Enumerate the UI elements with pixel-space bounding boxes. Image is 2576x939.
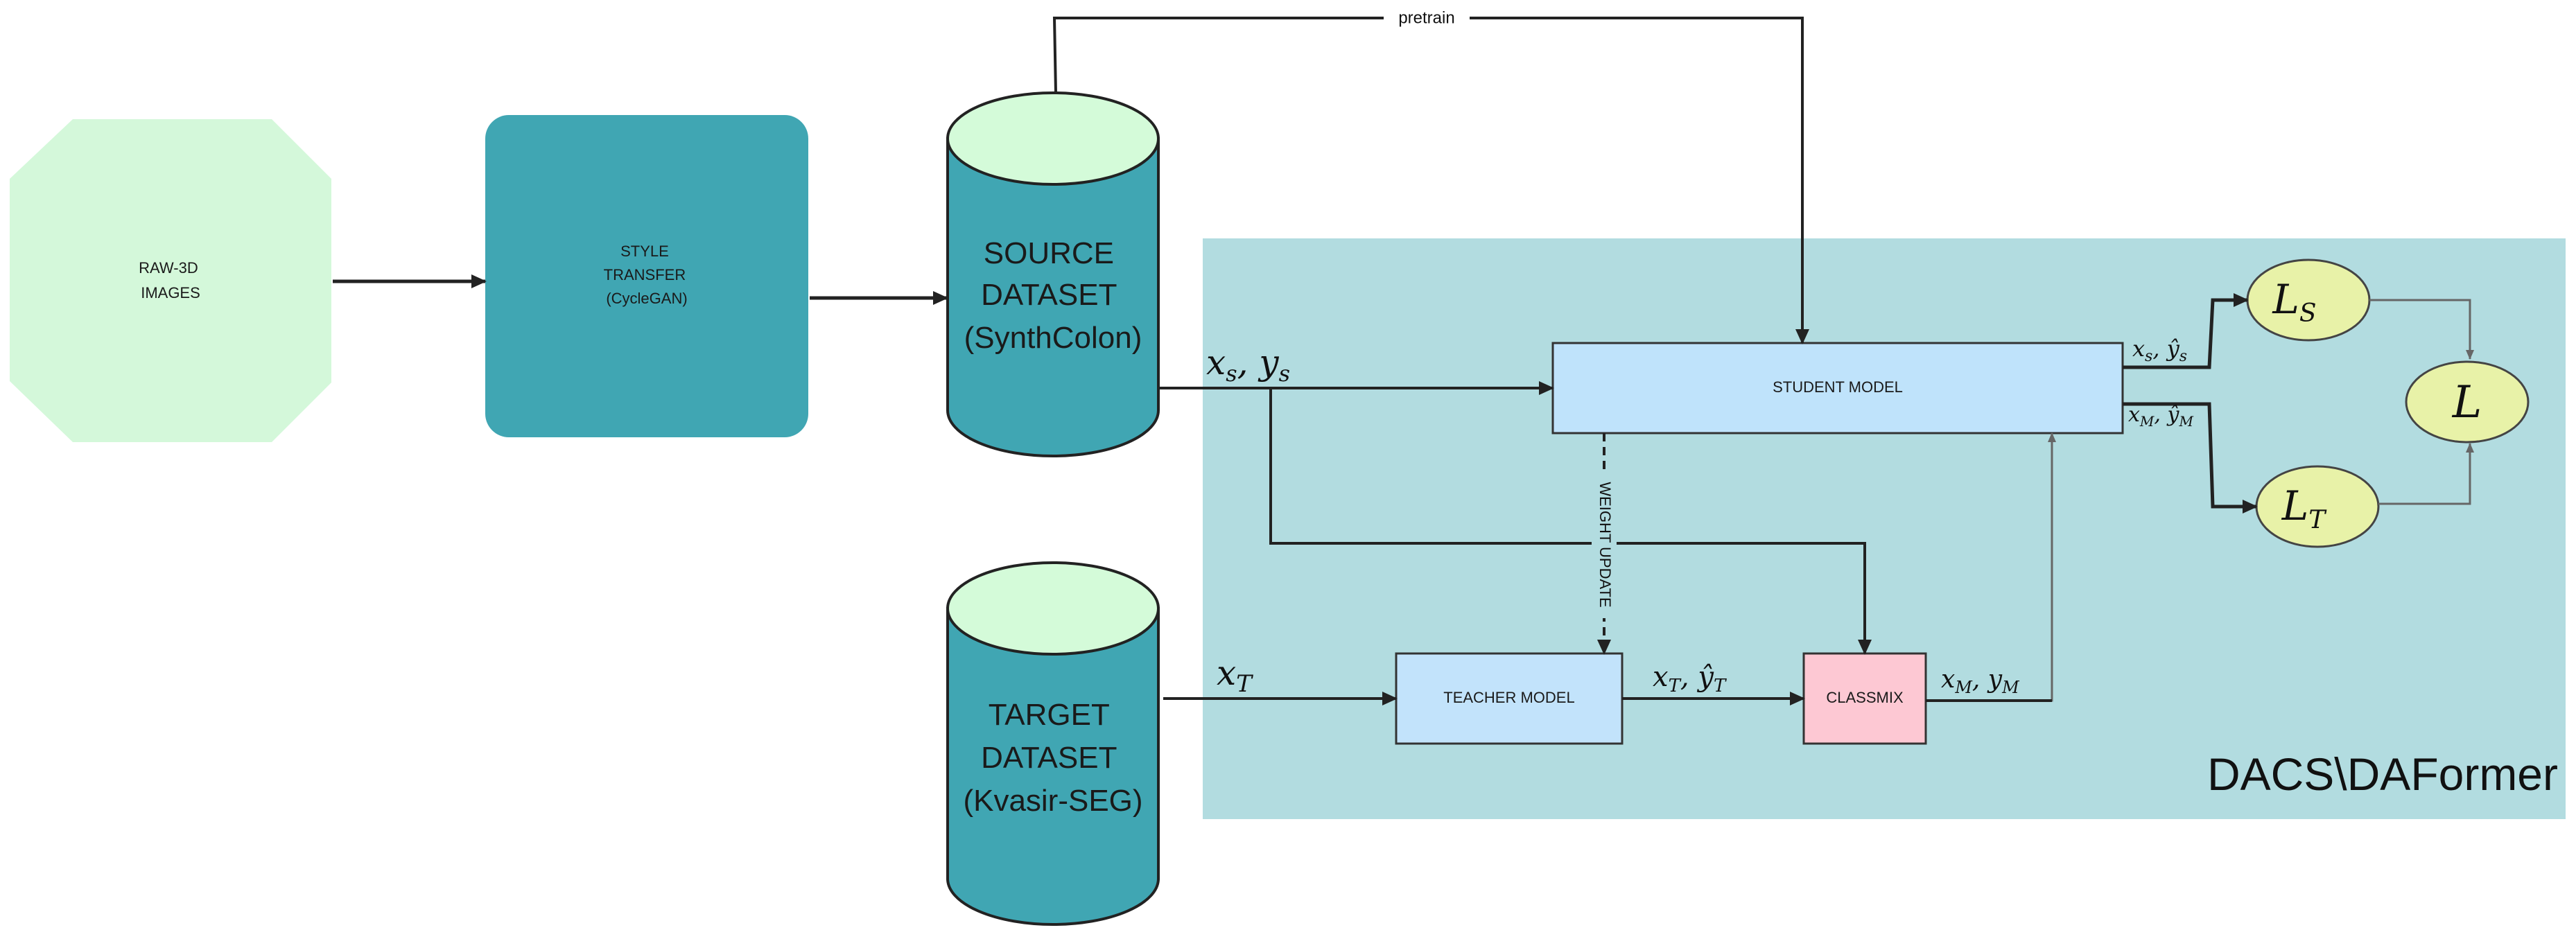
loss-target-symbol: L bbox=[2281, 482, 2309, 529]
classmix-label: CLASSMIX bbox=[1826, 689, 1904, 706]
target-dataset-node: TARGET DATASET (Kvasir-SEG) bbox=[946, 561, 1160, 926]
svg-text:LS: LS bbox=[2272, 276, 2316, 328]
loss-total-symbol: L bbox=[2452, 377, 2482, 428]
loss-total-node: L bbox=[2405, 360, 2530, 444]
svg-text:LT: LT bbox=[2281, 482, 2328, 534]
source-dataset-label-1: SOURCE bbox=[984, 236, 1114, 270]
classmix-node: CLASSMIX bbox=[1802, 652, 1927, 745]
svg-text:STYLE TRANSFER (Cy: STYLE TRANSFER (CycleGAN) bbox=[604, 243, 690, 307]
weight-update-label: WEIGHT UPDATE bbox=[1596, 482, 1614, 607]
raw-images-node: RAW-3D IMAGES bbox=[10, 119, 331, 442]
loss-source-subscript: S bbox=[2299, 299, 2317, 328]
edge-lt-to-l bbox=[2378, 443, 2474, 505]
student-model-label: STUDENT MODEL bbox=[1773, 378, 1903, 396]
label-xm-ym: xM, yM bbox=[1941, 665, 2020, 697]
svg-text:TARGET DATASET (Kv: TARGET DATASET (Kvasir-SEG) bbox=[963, 698, 1142, 818]
edge-ls-to-l bbox=[2369, 299, 2474, 360]
style-transfer-label-1: STYLE bbox=[620, 243, 669, 260]
label-x-t: xT bbox=[1217, 653, 1253, 698]
region-label: DACS\DAFormer bbox=[2207, 748, 2558, 800]
source-dataset-label-3: (SynthColon) bbox=[964, 321, 1142, 355]
label-xt-yt-hat: xT, ŷT bbox=[1653, 661, 1727, 696]
target-dataset-label-2: DATASET bbox=[981, 741, 1117, 775]
teacher-model-label: TEACHER MODEL bbox=[1443, 689, 1574, 706]
edge-student-to-lt bbox=[2123, 402, 2258, 514]
style-transfer-node: STYLE TRANSFER (CycleGAN) bbox=[485, 115, 808, 437]
raw-images-label-1: RAW-3D bbox=[139, 259, 198, 277]
loss-target-subscript: T bbox=[2308, 506, 2327, 534]
pretrain-label: pretrain bbox=[1398, 8, 1454, 27]
student-model-node: STUDENT MODEL bbox=[1551, 342, 2124, 435]
label-xm-ym-hat: xM, ŷM bbox=[2128, 403, 2193, 430]
label-xs-ys: xs, ys bbox=[1206, 342, 1290, 387]
loss-source-node: LS bbox=[2246, 258, 2371, 342]
loss-target-node: LT bbox=[2255, 465, 2380, 548]
source-dataset-node: SOURCE DATASET (SynthColon) bbox=[946, 91, 1160, 457]
style-transfer-label-3: (CycleGAN) bbox=[606, 290, 687, 307]
svg-text:RAW-3D IMAGES: RAW-3D IMAGES bbox=[139, 259, 202, 301]
raw-images-label-2: IMAGES bbox=[141, 284, 200, 301]
teacher-model-node: TEACHER MODEL bbox=[1395, 652, 1624, 745]
target-dataset-label-3: (Kvasir-SEG) bbox=[963, 784, 1142, 818]
label-xs-ys-hat: xs, ŷs bbox=[2132, 335, 2187, 365]
edge-source-to-classmix bbox=[1269, 388, 1872, 655]
svg-text:SOURCE DATASET (Sy: SOURCE DATASET (SynthColon) bbox=[964, 236, 1142, 355]
edge-student-to-ls bbox=[2123, 293, 2249, 369]
target-dataset-label-1: TARGET bbox=[989, 698, 1109, 732]
style-transfer-label-2: TRANSFER bbox=[604, 266, 686, 283]
loss-source-symbol: L bbox=[2272, 276, 2299, 323]
source-dataset-label-2: DATASET bbox=[981, 278, 1117, 312]
